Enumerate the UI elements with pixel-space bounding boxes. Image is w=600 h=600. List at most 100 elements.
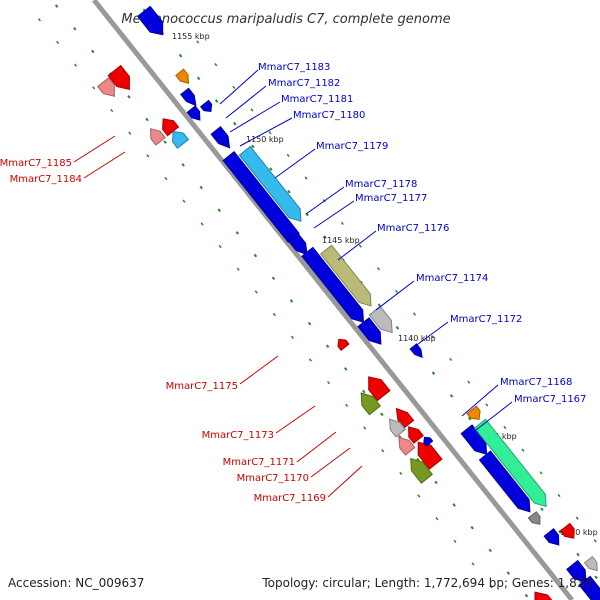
gene-arrow-1172[interactable] bbox=[357, 317, 382, 345]
tick-mark bbox=[92, 86, 96, 90]
gene-label-1182[interactable]: MmarC7_1182 bbox=[268, 78, 340, 89]
tick-mark bbox=[395, 325, 400, 330]
gene-arrow-1170[interactable] bbox=[408, 426, 424, 444]
gene-label-1185[interactable]: MmarC7_1185 bbox=[0, 158, 72, 169]
tick-mark bbox=[593, 539, 597, 543]
tick-mark bbox=[145, 117, 149, 122]
gene-arrow-1180[interactable] bbox=[186, 105, 201, 121]
gene-arrow-t[interactable] bbox=[566, 559, 587, 583]
map-title: Methanococcus maripaludis C7, complete g… bbox=[121, 12, 450, 27]
gene-label-1181[interactable]: MmarC7_1181 bbox=[281, 94, 353, 105]
leader-1169 bbox=[327, 465, 363, 498]
gene-label-1179[interactable]: MmarC7_1179 bbox=[316, 141, 388, 152]
tick-mark bbox=[196, 76, 201, 81]
gene-arrow-1174[interactable] bbox=[319, 244, 372, 307]
tick-mark bbox=[323, 235, 327, 239]
tick-mark bbox=[363, 426, 367, 430]
gene-arrow-q[interactable] bbox=[559, 522, 575, 539]
tick-mark bbox=[381, 449, 385, 453]
leader-1180 bbox=[239, 117, 293, 147]
tick-mark bbox=[488, 548, 492, 553]
tick-mark bbox=[128, 131, 132, 135]
tick-mark bbox=[286, 153, 290, 157]
gene-arrow-b[interactable] bbox=[107, 64, 130, 91]
gene-arrow-i[interactable] bbox=[388, 418, 407, 438]
gene-label-1169[interactable]: MmarC7_1169 bbox=[254, 493, 326, 504]
gene-label-1168[interactable]: MmarC7_1168 bbox=[500, 377, 572, 388]
gene-arrow-a[interactable] bbox=[136, 5, 164, 36]
gene-arrow-1167[interactable] bbox=[473, 418, 547, 508]
gene-arrow-p[interactable] bbox=[543, 527, 560, 546]
kbp-marker-1155: 1155 kbp bbox=[172, 32, 210, 41]
gene-label-1178[interactable]: MmarC7_1178 bbox=[345, 179, 417, 190]
gene-arrow-l[interactable] bbox=[423, 436, 434, 447]
gene-arrow-1176[interactable] bbox=[301, 246, 365, 323]
gene-arrow-r[interactable] bbox=[534, 591, 555, 600]
tick-mark bbox=[434, 480, 438, 485]
tick-mark bbox=[200, 222, 204, 226]
gene-track bbox=[96, 5, 600, 600]
leader-1168 bbox=[461, 384, 499, 417]
tick-mark bbox=[594, 575, 598, 580]
gene-label-1173[interactable]: MmarC7_1173 bbox=[202, 430, 274, 441]
tick-mark bbox=[325, 344, 330, 349]
gene-label-1171[interactable]: MmarC7_1171 bbox=[223, 457, 295, 468]
gene-label-1175[interactable]: MmarC7_1175 bbox=[166, 381, 238, 392]
tick-mark bbox=[251, 144, 255, 149]
tick-mark bbox=[307, 321, 312, 326]
tick-mark bbox=[524, 593, 529, 598]
gene-arrow-h[interactable] bbox=[368, 376, 391, 402]
leader-1171 bbox=[296, 431, 337, 463]
gene-arrow-u[interactable] bbox=[583, 555, 598, 572]
tick-mark bbox=[91, 49, 95, 54]
gene-arrow-1183[interactable] bbox=[175, 68, 190, 84]
gene-arrow-m[interactable] bbox=[466, 405, 481, 420]
gene-label-1170[interactable]: MmarC7_1170 bbox=[237, 473, 309, 484]
tick-tracks bbox=[37, 4, 598, 598]
leader-1185 bbox=[73, 135, 116, 163]
gene-label-1172[interactable]: MmarC7_1172 bbox=[450, 314, 522, 325]
tick-mark bbox=[164, 176, 168, 181]
gene-arrow-o[interactable] bbox=[527, 511, 541, 525]
gene-arrow-1177[interactable] bbox=[287, 232, 308, 256]
gene-label-1180[interactable]: MmarC7_1180 bbox=[293, 110, 365, 121]
tick-mark bbox=[218, 244, 222, 249]
gene-arrow-d[interactable] bbox=[150, 128, 166, 146]
tick-mark bbox=[269, 167, 273, 171]
gene-arrow-v[interactable] bbox=[578, 575, 600, 600]
tick-mark bbox=[163, 140, 167, 144]
gene-arrow-c[interactable] bbox=[96, 77, 115, 97]
gene-arrow-k[interactable] bbox=[410, 457, 433, 484]
reverse-gene-labels: MmarC7_1185 MmarC7_1184 MmarC7_1175 Mmar… bbox=[0, 158, 326, 504]
gene-label-1183[interactable]: MmarC7_1183 bbox=[258, 62, 330, 73]
gene-label-1174[interactable]: MmarC7_1174 bbox=[416, 273, 488, 284]
tick-mark bbox=[290, 335, 294, 339]
gene-arrow-1181[interactable] bbox=[199, 99, 213, 112]
gene-label-1167[interactable]: MmarC7_1167 bbox=[514, 394, 586, 405]
gene-arrow-j[interactable] bbox=[398, 436, 416, 456]
gene-arrow-1168[interactable] bbox=[460, 424, 488, 455]
tick-mark bbox=[452, 503, 456, 507]
tick-mark bbox=[358, 244, 362, 248]
leader-1167 bbox=[475, 401, 513, 431]
gene-arrow-1184[interactable] bbox=[172, 130, 190, 149]
gene-arrow-1182[interactable] bbox=[180, 87, 197, 107]
gene-arrow-n[interactable] bbox=[478, 450, 531, 513]
gene-arrow-1173[interactable] bbox=[360, 392, 382, 416]
gene-arrow-1178[interactable] bbox=[238, 145, 302, 222]
gene-label-1177[interactable]: MmarC7_1177 bbox=[355, 193, 427, 204]
gene-arrow-1175[interactable] bbox=[337, 338, 350, 352]
gene-label-1176[interactable]: MmarC7_1176 bbox=[377, 223, 449, 234]
kbp-marker-1140: 1140 kbp bbox=[398, 334, 436, 343]
gene-arrow-1185[interactable] bbox=[162, 118, 180, 137]
tick-mark bbox=[540, 507, 544, 512]
tick-mark bbox=[54, 4, 59, 8]
tick-mark bbox=[250, 108, 254, 112]
tick-mark bbox=[399, 471, 403, 475]
tick-mark bbox=[199, 185, 203, 190]
leader-1179 bbox=[274, 148, 316, 179]
gene-label-1184[interactable]: MmarC7_1184 bbox=[10, 174, 82, 185]
tick-mark bbox=[271, 276, 276, 281]
gene-arrow-e[interactable] bbox=[210, 125, 231, 149]
